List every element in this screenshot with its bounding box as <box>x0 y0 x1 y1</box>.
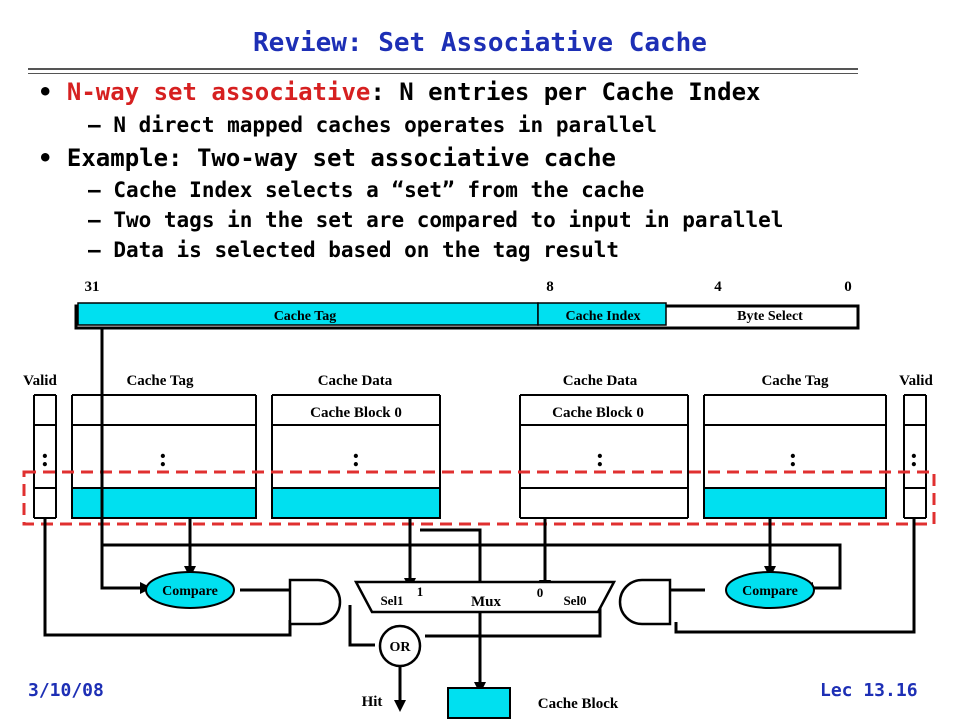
right-valid-array <box>903 394 927 519</box>
sub-bullet-parallel: – N direct mapped caches operates in par… <box>88 113 657 137</box>
sub-bullet-text: Data is selected based on the tag result <box>113 238 620 262</box>
mux-label: Mux <box>471 594 502 610</box>
or-gate <box>378 624 422 668</box>
title-rule <box>28 68 858 70</box>
bit-label-0: 0 <box>844 279 852 295</box>
sub-bullet-text: N direct mapped caches operates in paral… <box>113 113 657 137</box>
footer-date: 3/10/08 <box>28 680 104 701</box>
bullet-example: • Example: Two-way set associative cache <box>38 144 616 172</box>
wiring <box>43 328 916 702</box>
left-valid-heading: Valid <box>23 373 57 389</box>
ellipsis-marker: : <box>159 443 168 472</box>
left-block0-label: Cache Block 0 <box>310 405 402 421</box>
hit-label: Hit <box>362 694 383 710</box>
bullet-emphasis: N-way set associative <box>66 78 371 106</box>
mux-input0-label: 0 <box>537 585 544 600</box>
left-tag-heading: Cache Tag <box>126 373 194 389</box>
bullet-nway: • N-way set associative: N entries per C… <box>38 78 760 106</box>
left-data-array <box>271 394 441 519</box>
right-data-array <box>519 394 689 519</box>
right-compare-label: Compare <box>742 584 798 599</box>
mux-sel1-label: Sel1 <box>380 593 403 608</box>
or-label: OR <box>390 640 412 655</box>
right-tag-array <box>703 394 887 519</box>
sub-bullet-marker: – <box>88 113 101 137</box>
bullet-marker: • <box>38 78 53 106</box>
address-tag-label: Cache Tag <box>274 309 337 324</box>
sub-bullet-marker: – <box>88 178 101 202</box>
right-data-heading: Cache Data <box>563 373 638 389</box>
output-cache-block <box>447 687 511 719</box>
bullet-text: Example: Two-way set associative cache <box>66 144 616 172</box>
right-block0-label: Cache Block 0 <box>552 405 644 421</box>
title-rule-thin <box>28 73 858 74</box>
sub-bullet-marker: – <box>88 238 101 262</box>
bullet-text: : N entries per Cache Index <box>370 78 761 106</box>
sub-bullet-text: Two tags in the set are compared to inpu… <box>113 208 784 232</box>
right-and-gate <box>618 578 672 626</box>
right-compare-comparator <box>725 571 815 609</box>
ellipsis-marker: : <box>352 443 361 472</box>
output-mux <box>353 580 617 614</box>
ellipsis-marker: : <box>41 443 50 472</box>
left-compare-comparator <box>145 571 235 609</box>
footer-lecture: Lec 13.16 <box>820 680 918 701</box>
bit-label-4: 4 <box>714 279 722 295</box>
sub-bullet-data: – Data is selected based on the tag resu… <box>88 238 619 262</box>
mux-input1-label: 1 <box>417 584 424 599</box>
sub-bullet-marker: – <box>88 208 101 232</box>
left-valid-array <box>33 394 57 519</box>
selected-set-outline <box>22 470 936 526</box>
slide-title: Review: Set Associative Cache <box>253 28 707 58</box>
left-data-heading: Cache Data <box>318 373 393 389</box>
left-and-gate <box>288 578 342 626</box>
address-index-field <box>537 302 667 326</box>
bit-label-31: 31 <box>85 279 100 295</box>
right-tag-heading: Cache Tag <box>761 373 829 389</box>
mux-sel0-label: Sel0 <box>563 593 586 608</box>
ellipsis-marker: : <box>789 443 798 472</box>
bit-label-8: 8 <box>546 279 554 295</box>
ellipsis-marker: : <box>596 443 605 472</box>
address-index-label: Cache Index <box>565 309 640 324</box>
cache-block-label: Cache Block <box>538 696 619 712</box>
left-compare-label: Compare <box>162 584 218 599</box>
address-byteselect-label: Byte Select <box>737 309 803 324</box>
right-valid-heading: Valid <box>899 373 933 389</box>
bullet-marker: • <box>38 144 53 172</box>
sub-bullet-index: – Cache Index selects a “set” from the c… <box>88 178 644 202</box>
sub-bullet-text: Cache Index selects a “set” from the cac… <box>113 178 645 202</box>
ellipsis-marker: : <box>910 443 919 472</box>
sub-bullet-tags: – Two tags in the set are compared to in… <box>88 208 783 232</box>
